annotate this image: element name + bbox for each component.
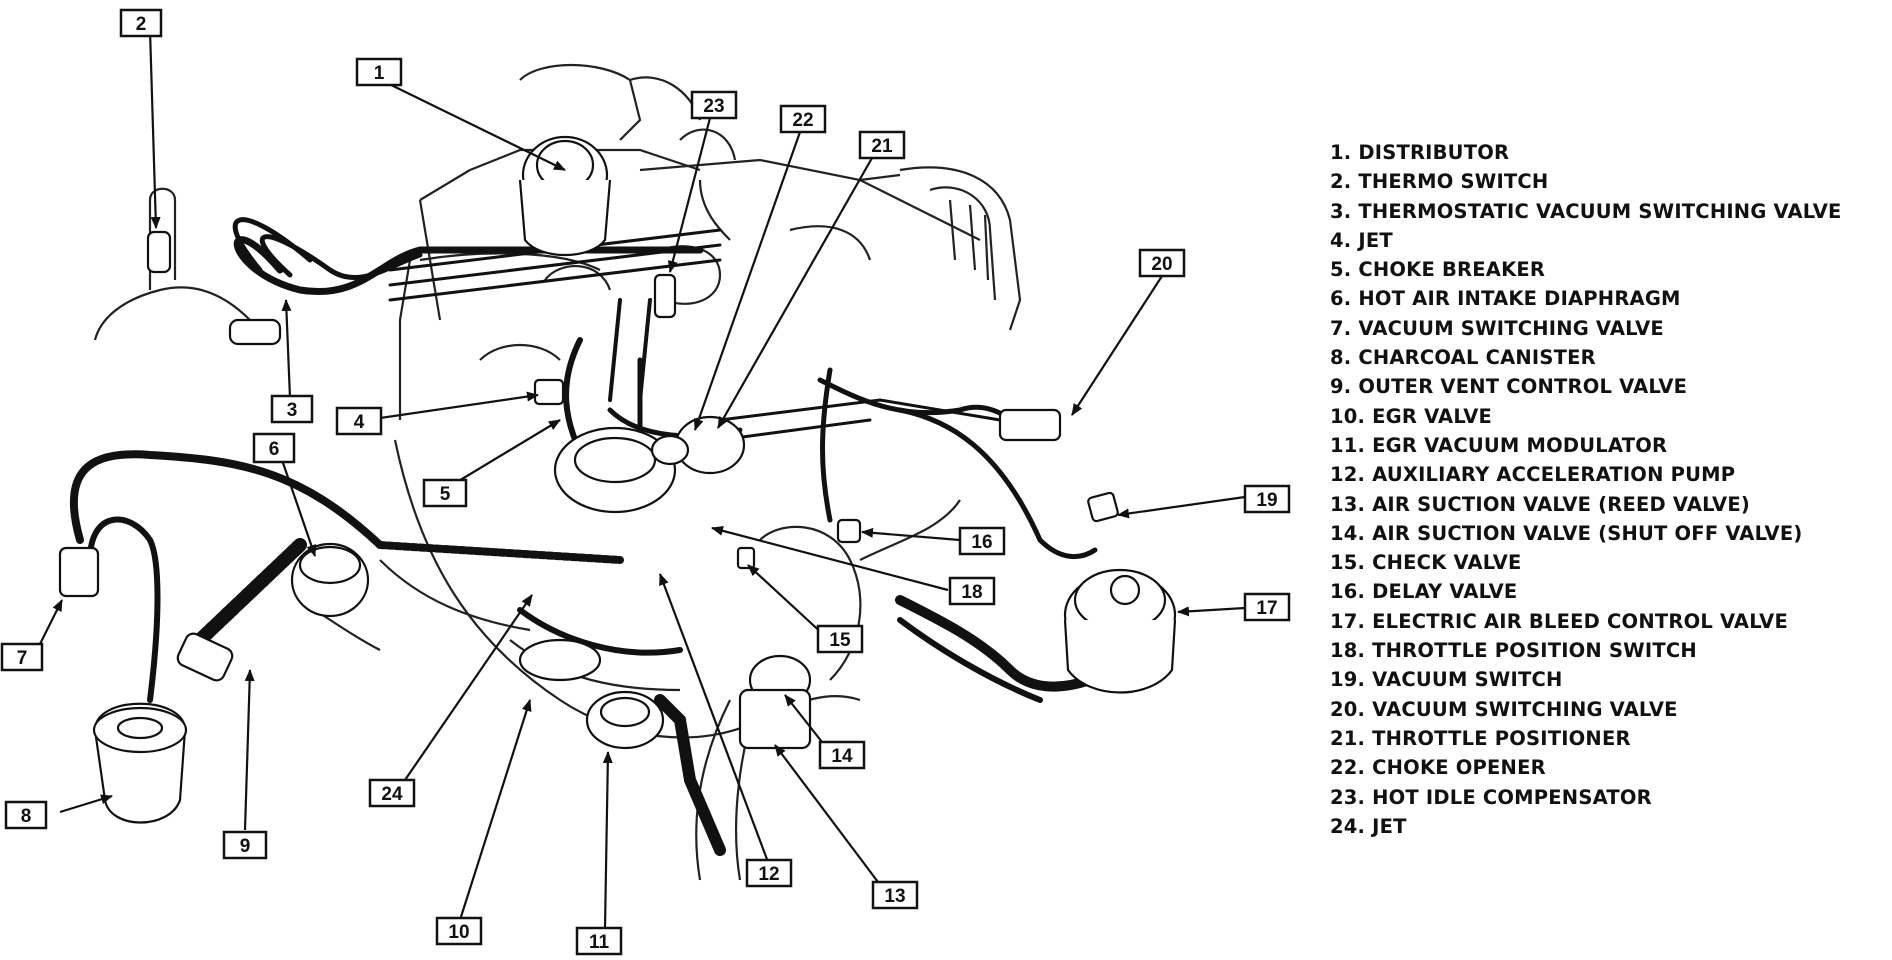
callout-15: 15: [816, 624, 864, 654]
callout-16: 16: [958, 526, 1006, 556]
callout-label: 4: [354, 412, 365, 433]
callout-12: 12: [745, 858, 793, 888]
callout-13: 13: [871, 880, 919, 910]
callout-14: 14: [818, 740, 866, 770]
callout-label: 1: [374, 63, 385, 84]
engine-components: [58, 135, 1177, 824]
callout-label: 3: [287, 400, 298, 421]
callout-label: 7: [17, 648, 28, 669]
legend-item: 10. EGR VALVE: [1330, 404, 1493, 428]
callout-8: 8: [4, 800, 48, 830]
legend-item: 12. AUXILIARY ACCELERATION PUMP: [1330, 463, 1736, 487]
callout-22: 22: [779, 104, 827, 134]
callout-label: 18: [961, 582, 982, 603]
legend-item: 14. AIR SUCTION VALVE (SHUT OFF VALVE): [1330, 521, 1803, 545]
callout-label: 8: [21, 806, 32, 827]
legend-item: 1. DISTRIBUTOR: [1330, 141, 1510, 164]
legend-item: 3. THERMOSTATIC VACUUM SWITCHING VALVE: [1330, 199, 1842, 223]
legend-item: 19. VACUUM SWITCH: [1330, 668, 1563, 692]
legend-item: 4. JET: [1330, 228, 1393, 252]
callout-9: 9: [222, 830, 268, 860]
callout-1: 1: [355, 57, 403, 87]
legend-item: 11. EGR VACUUM MODULATOR: [1330, 433, 1668, 457]
vacuum-hoses: [69, 217, 1098, 856]
callout-label: 15: [829, 630, 851, 651]
legend-item: 15. CHECK VALVE: [1330, 551, 1522, 575]
engine-block-outline: [93, 63, 1022, 881]
legend-item: 9. OUTER VENT CONTROL VALVE: [1330, 375, 1688, 399]
legend-item: 24. JET: [1330, 814, 1407, 838]
legend-item: 22. CHOKE OPENER: [1330, 756, 1546, 780]
callout-label: 16: [971, 532, 992, 553]
callout-label: 21: [871, 136, 893, 157]
callout-20: 20: [1138, 248, 1186, 278]
callout-label: 2: [136, 14, 147, 35]
callout-label: 13: [884, 886, 905, 907]
callout-label: 14: [831, 746, 853, 767]
callout-label: 11: [589, 932, 610, 953]
component-legend: 1. DISTRIBUTOR 2. THERMO SWITCH 3. THERM…: [1330, 138, 1890, 841]
callout-4: 4: [335, 406, 383, 436]
legend-item: 16. DELAY VALVE: [1330, 580, 1518, 604]
legend-item: 18. THROTTLE POSITION SWITCH: [1330, 639, 1697, 663]
legend-item: 8. CHARCOAL CANISTER: [1330, 346, 1596, 370]
legend-item: 6. HOT AIR INTAKE DIAPHRAGM: [1330, 287, 1681, 311]
callout-label: 20: [1151, 254, 1172, 275]
callout-label: 22: [792, 110, 813, 131]
leader-lines: [37, 29, 1246, 929]
callout-24: 24: [368, 778, 416, 808]
legend-item: 5. CHOKE BREAKER: [1330, 258, 1546, 282]
callout-17: 17: [1243, 592, 1291, 622]
callout-23: 23: [690, 90, 738, 120]
callout-2: 2: [119, 8, 163, 38]
callout-label: 5: [440, 484, 451, 505]
engine-vacuum-diagram: 1 2 3 4 5 6 7 8 9 10 11 12 13 14 15 16 1…: [0, 8, 1291, 956]
callout-label: 12: [758, 864, 779, 885]
legend-item: 17. ELECTRIC AIR BLEED CONTROL VALVE: [1330, 609, 1788, 633]
legend-item: 2. THERMO SWITCH: [1330, 170, 1549, 194]
callout-label: 10: [448, 922, 469, 943]
callout-3: 3: [270, 394, 314, 424]
callout-6: 6: [252, 432, 296, 464]
callout-label: 24: [381, 784, 403, 805]
callout-18: 18: [948, 576, 996, 606]
callout-10: 10: [435, 916, 483, 946]
callout-5: 5: [422, 478, 468, 508]
callout-label: 23: [703, 96, 724, 117]
callout-label: 9: [240, 836, 251, 857]
legend-item: 23. HOT IDLE COMPENSATOR: [1330, 785, 1652, 809]
callout-19: 19: [1243, 484, 1291, 514]
callout-7: 7: [0, 642, 44, 672]
callout-label: 19: [1256, 490, 1277, 511]
callout-label: 17: [1256, 598, 1277, 619]
callout-label: 6: [269, 439, 280, 460]
legend-item: 7. VACUUM SWITCHING VALVE: [1330, 316, 1664, 340]
legend-item: 21. THROTTLE POSITIONER: [1330, 726, 1631, 750]
legend-item: 13. AIR SUCTION VALVE (REED VALVE): [1330, 492, 1750, 516]
legend-item: 20. VACUUM SWITCHING VALVE: [1330, 697, 1678, 721]
callout-11: 11: [575, 926, 623, 956]
callout-21: 21: [858, 130, 906, 160]
